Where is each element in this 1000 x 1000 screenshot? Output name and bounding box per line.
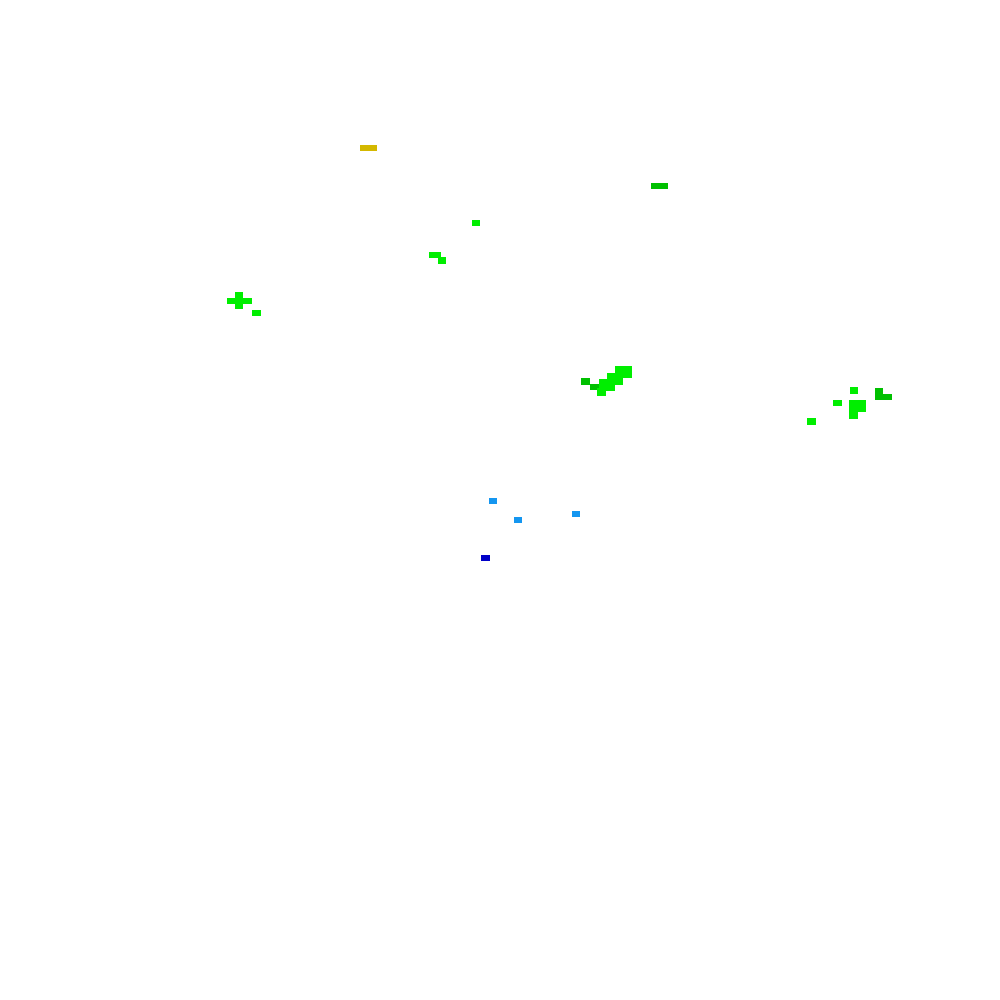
south-dark-blue-cluster	[481, 555, 490, 561]
center-left-cluster	[429, 252, 446, 264]
north-east-cluster	[651, 183, 668, 189]
yellow-cluster	[360, 145, 377, 151]
data-pixel	[429, 252, 441, 258]
data-pixel	[360, 145, 377, 151]
data-pixel	[850, 387, 858, 394]
data-pixel	[581, 378, 590, 385]
data-pixel	[438, 257, 446, 264]
east-cluster	[807, 387, 892, 425]
data-pixel	[590, 384, 599, 390]
data-pixel	[849, 410, 858, 419]
north-center-cluster	[472, 220, 480, 226]
data-pixel	[651, 183, 668, 189]
data-pixel	[481, 555, 490, 561]
central-cluster	[581, 366, 632, 396]
data-pixel	[597, 388, 606, 396]
data-pixel	[572, 511, 580, 517]
south-blue-cluster	[489, 498, 580, 523]
data-pixel	[875, 388, 883, 398]
data-pixel	[849, 400, 866, 412]
data-pixel	[489, 498, 497, 504]
west-cluster	[227, 292, 261, 316]
data-pixel	[833, 400, 842, 406]
data-pixel	[252, 310, 261, 316]
data-pixel	[227, 298, 252, 304]
data-pixel	[615, 366, 632, 378]
data-pixel	[875, 394, 892, 400]
data-pixel	[807, 418, 816, 425]
data-pixel	[514, 517, 522, 523]
data-pixel	[472, 220, 480, 226]
